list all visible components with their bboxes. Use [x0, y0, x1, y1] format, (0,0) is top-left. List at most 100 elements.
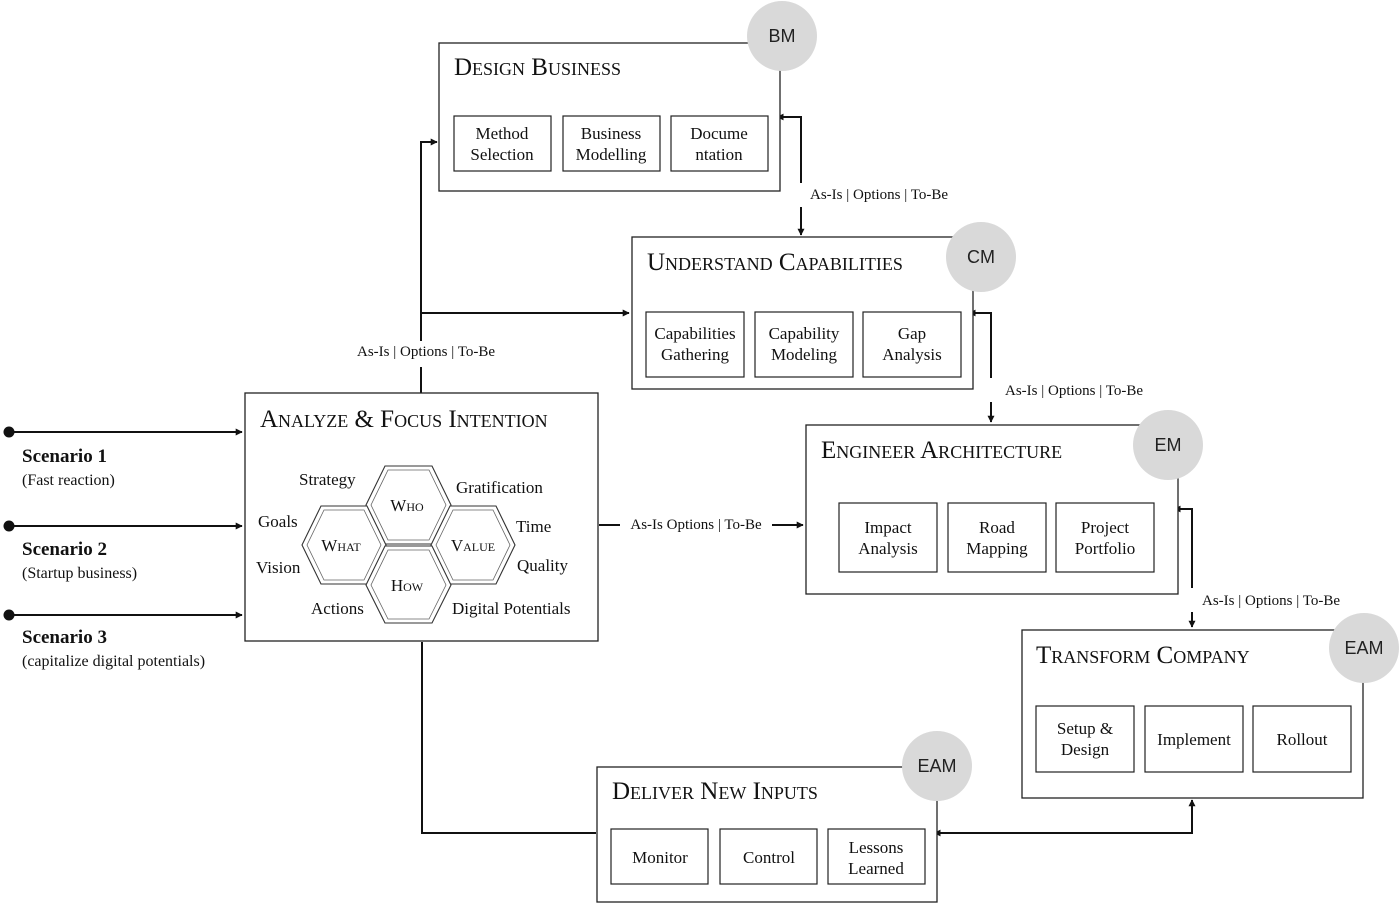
- deliver-new-inputs-item-3-line-1: Lessons: [849, 838, 904, 857]
- hexagon-how: [365, 545, 452, 624]
- understand-capabilities-item-1: [645, 311, 745, 378]
- engineer-architecture-item-3-line-1: Project: [1081, 518, 1129, 537]
- deliver-new-inputs-item-1: [610, 828, 709, 885]
- hexagon-value-inner: [435, 509, 511, 581]
- design-business-item-3: [670, 115, 769, 172]
- deliver-new-inputs-badge-label: EAM: [917, 756, 956, 776]
- label-strategy: Strategy: [299, 470, 356, 489]
- analyze-focus-title: Analyze & Focus Intention: [260, 406, 548, 433]
- label-time: Time: [516, 517, 551, 536]
- design-business-item-1-line-2: Selection: [470, 145, 534, 164]
- flow-label-architecture-transform: As-Is | Options | To-Be: [1202, 593, 1340, 609]
- analyze-to-design-arrow: [420, 138, 438, 341]
- engineer-architecture-item-2-line-1: Road: [979, 518, 1015, 537]
- scenario-3-subtitle: (capitalize digital potentials): [22, 653, 205, 670]
- transform-company-title: Transform Company: [1036, 642, 1250, 669]
- label-digital-potentials: Digital Potentials: [452, 599, 571, 618]
- understand-capabilities-item-2-line-2: Modeling: [771, 345, 838, 364]
- transform-company-item-1-line-1: Setup &: [1057, 719, 1113, 738]
- flow-label-design-capabilities: As-Is | Options | To-Be: [810, 187, 948, 203]
- capabilities-return-arrow: [968, 309, 992, 378]
- hexagon-who-inner: [370, 469, 447, 541]
- engineer-architecture-item-3: [1055, 502, 1155, 573]
- design-return-arrow: [776, 113, 802, 183]
- flow-label-analyze-architecture: As-Is Options | To-Be: [630, 517, 762, 533]
- understand-capabilities-item-2: [754, 311, 854, 378]
- label-gratification: Gratification: [456, 478, 543, 497]
- deliver-new-inputs-badge: [902, 731, 972, 801]
- hexagon-what-inner: [306, 509, 382, 581]
- design-business-item-2: [562, 115, 661, 172]
- label-vision: Vision: [256, 558, 301, 577]
- transform-company-item-3: [1252, 705, 1352, 773]
- design-business-badge: [747, 1, 817, 71]
- deliver-new-inputs-item-1-line-1: Monitor: [632, 848, 688, 867]
- design-business-box: Design Business BM Method Selection Busi…: [438, 1, 817, 192]
- understand-capabilities-item-3-line-1: Gap: [898, 324, 926, 343]
- scenario-1-subtitle: (Fast reaction): [22, 472, 115, 489]
- label-quality: Quality: [517, 556, 568, 575]
- flow-labels: As-Is | Options | To-Be As-Is | Options …: [357, 187, 1340, 609]
- deliver-new-inputs-box: Deliver New Inputs EAM Monitor Control L…: [596, 731, 972, 903]
- design-business-item-1-line-1: Method: [476, 124, 529, 143]
- scenario-3-title: Scenario 3: [22, 627, 107, 648]
- understand-capabilities-box: Understand Capabilities CM Capabilities …: [631, 222, 1016, 390]
- deliver-new-inputs-title: Deliver New Inputs: [612, 778, 818, 805]
- connectors: [3, 113, 1196, 837]
- engineer-architecture-box: Engineer Architecture EM Impact Analysis…: [805, 410, 1203, 595]
- transform-company-item-1-line-2: Design: [1061, 740, 1110, 759]
- understand-capabilities-badge-label: CM: [967, 247, 995, 267]
- transform-company-item-3-line-1: Rollout: [1276, 730, 1327, 749]
- understand-capabilities-title: Understand Capabilities: [647, 249, 903, 276]
- engineer-architecture-item-1-line-2: Analysis: [858, 539, 918, 558]
- hexagon-who-label: Who: [390, 496, 424, 515]
- hexagon-how-label: How: [391, 576, 424, 595]
- hexagon-what-label: What: [321, 536, 361, 555]
- understand-capabilities-item-3-line-2: Analysis: [882, 345, 942, 364]
- understand-capabilities-item-1-line-2: Gathering: [661, 345, 729, 364]
- understand-capabilities-item-2-line-1: Capability: [769, 324, 840, 343]
- deliver-to-analyze-line: [421, 642, 596, 834]
- deliver-new-inputs-item-3-line-2: Learned: [848, 859, 904, 878]
- understand-capabilities-badge: [946, 222, 1016, 292]
- understand-capabilities-item-3: [862, 311, 962, 378]
- scenario-2-subtitle: (Startup business): [22, 565, 137, 582]
- label-actions: Actions: [311, 599, 364, 618]
- analyze-focus-box: Analyze & Focus Intention Who What Value…: [244, 392, 599, 642]
- engineer-architecture-title: Engineer Architecture: [821, 437, 1062, 464]
- deliver-new-inputs-item-2-line-1: Control: [743, 848, 795, 867]
- scenario-2-title: Scenario 2: [22, 539, 107, 560]
- engineer-architecture-item-3-line-2: Portfolio: [1075, 539, 1135, 558]
- transform-company-item-2: [1144, 705, 1244, 773]
- hexagon-value-label: Value: [451, 536, 495, 555]
- design-business-item-1: [453, 115, 552, 172]
- engineer-architecture-badge: [1133, 410, 1203, 480]
- design-business-item-3-line-2: ntation: [695, 145, 743, 164]
- hexagon-how-inner: [370, 549, 447, 620]
- transform-company-badge-label: EAM: [1344, 638, 1383, 658]
- design-business-title: Design Business: [454, 54, 621, 81]
- understand-capabilities-item-1-line-1: Capabilities: [654, 324, 735, 343]
- design-business-badge-label: BM: [769, 26, 796, 46]
- flow-label-analyze-up: As-Is | Options | To-Be: [357, 344, 495, 360]
- design-business-item-2-line-2: Modelling: [576, 145, 647, 164]
- engineer-architecture-item-1: [838, 502, 938, 573]
- design-business-item-3-line-1: Docume: [690, 124, 748, 143]
- hexagon-value: [430, 505, 516, 585]
- engineer-architecture-item-2: [947, 502, 1047, 573]
- transform-deliver-arrow: [933, 799, 1196, 837]
- engineer-architecture-badge-label: EM: [1155, 435, 1182, 455]
- scenario-1-title: Scenario 1: [22, 446, 107, 467]
- engineer-architecture-item-2-line-2: Mapping: [966, 539, 1028, 558]
- deliver-new-inputs-item-2: [719, 828, 818, 885]
- transform-company-item-1: [1035, 705, 1135, 773]
- engineer-architecture-item-1-line-1: Impact: [864, 518, 911, 537]
- deliver-new-inputs-item-3: [827, 828, 926, 885]
- scenarios: Scenario 1 (Fast reaction) Scenario 2 (S…: [22, 446, 205, 670]
- label-goals: Goals: [258, 512, 298, 531]
- hexagon-cluster: Who What Value How: [301, 465, 516, 624]
- transform-company-badge: [1329, 613, 1399, 683]
- flow-label-capabilities-architecture: As-Is | Options | To-Be: [1005, 383, 1143, 399]
- transform-company-box: Transform Company EAM Setup & Design Imp…: [1021, 613, 1399, 799]
